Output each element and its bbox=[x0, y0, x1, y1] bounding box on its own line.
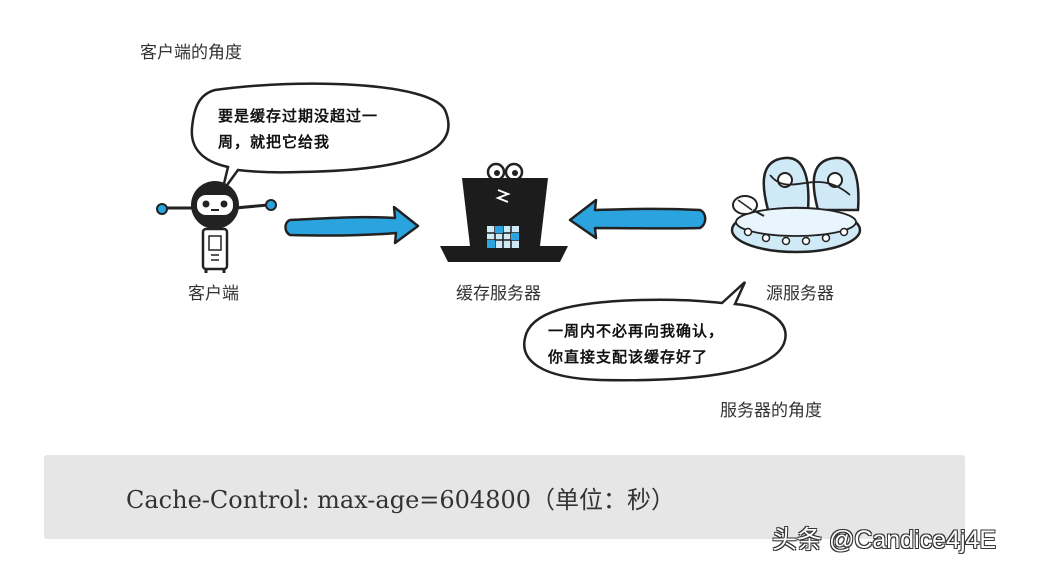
watermark: 头条 @Candice4j4E bbox=[772, 526, 997, 554]
server-bubble-line-1: 一周内不必再向我确认， bbox=[548, 322, 725, 340]
client-speech-bubble bbox=[190, 82, 450, 193]
server-bubble-line-2: 你直接支配该缓存好了 bbox=[548, 348, 709, 366]
code-box bbox=[44, 455, 965, 539]
client-bubble-line-2: 周，就把它给我 bbox=[218, 133, 331, 151]
cache-server-label: 缓存服务器 bbox=[456, 284, 541, 304]
cache-control-header: Cache-Control: max-age=604800（单位：秒） bbox=[126, 486, 675, 514]
client-view-caption: 客户端的角度 bbox=[140, 43, 242, 63]
client-bubble-line-1: 要是缓存过期没超过一 bbox=[218, 107, 379, 125]
request-arrow bbox=[284, 205, 420, 245]
client-label: 客户端 bbox=[188, 284, 239, 304]
top-hat-cache-icon bbox=[440, 162, 568, 262]
server-view-caption: 服务器的角度 bbox=[720, 401, 822, 421]
origin-server-label: 源服务器 bbox=[766, 284, 834, 304]
ufo-origin-server-icon bbox=[730, 156, 862, 254]
diagram-illustration bbox=[156, 82, 862, 382]
cache-grid bbox=[487, 226, 519, 248]
server-speech-bubble bbox=[523, 281, 787, 382]
response-arrow bbox=[568, 198, 707, 240]
robot-client-icon bbox=[156, 181, 277, 273]
